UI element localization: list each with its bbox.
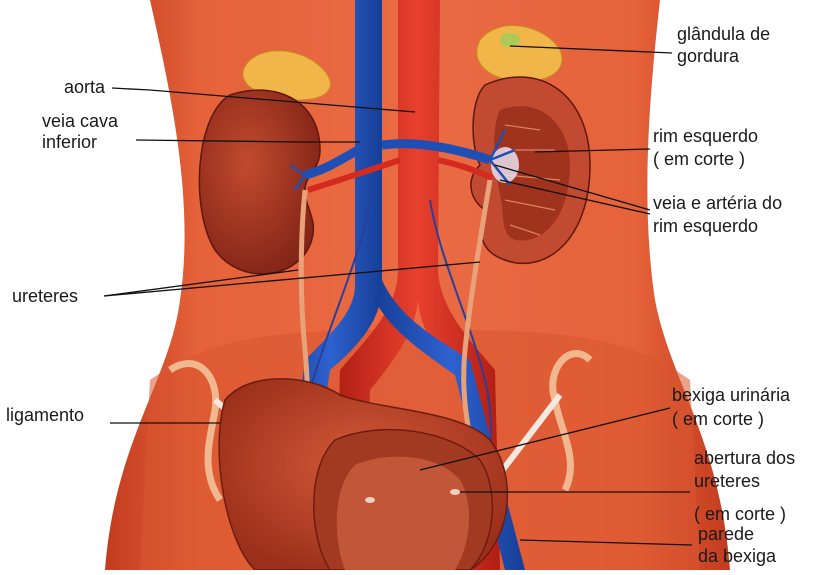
label-abertura-line1: abertura dos [694,448,795,469]
label-glandula-line1: glândula de [677,24,770,45]
label-rim-line2: ( em corte ) [653,149,745,170]
label-ligamento: ligamento [6,405,84,426]
label-parede-line2: da bexiga [698,546,776,567]
label-bexiga-line1: bexiga urinária [672,385,790,406]
bladder-cavity [337,457,469,570]
label-rim-line1: rim esquerdo [653,126,758,147]
label-parede-line1: parede [698,524,754,545]
fat-gland-highlight [500,33,520,47]
label-ureteres: ureteres [12,286,78,307]
label-abertura-line2: ureteres [694,471,760,492]
label-glandula-line2: gordura [677,46,739,67]
label-abertura-line3: ( em corte ) [694,504,786,525]
label-veia-cava-line1: veia cava [42,111,118,132]
label-bexiga-line2: ( em corte ) [672,409,764,430]
ureter-opening-right [450,489,460,495]
label-veia-arteria-line1: veia e artéria do [653,193,782,214]
ureter-opening-left [365,497,375,503]
label-veia-cava-line2: inferior [42,132,97,153]
label-veia-arteria-line2: rim esquerdo [653,216,758,237]
label-aorta: aorta [64,77,105,98]
